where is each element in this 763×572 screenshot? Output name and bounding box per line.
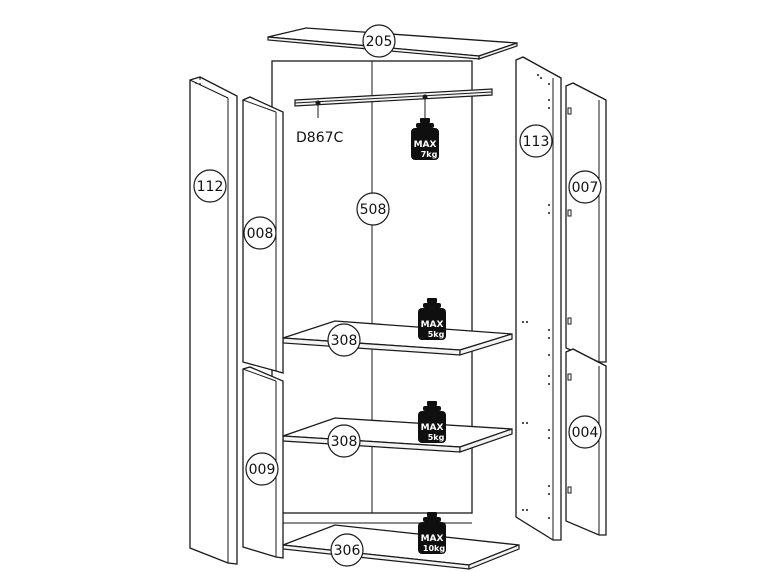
callout-top-panel: 205 (362, 24, 396, 58)
callout-label: 308 (331, 434, 358, 450)
hardware-code-label: D867C (296, 130, 344, 146)
weight-icon-shelf-middle: MAX 5kg (418, 401, 446, 443)
callout-left-side: 112 (193, 169, 227, 203)
weight-icon-bottom: MAX 10kg (418, 512, 446, 554)
callout-shelf-upper: 308 (327, 323, 361, 357)
callout-label: 004 (572, 425, 599, 441)
weight-icon-shelf-upper: MAX 5kg (418, 298, 446, 340)
weight-load-label: 7kg (421, 150, 438, 159)
weight-load-label: 5kg (428, 433, 445, 442)
weight-load-label: 5kg (428, 330, 445, 339)
callout-door-left-lower: 009 (245, 452, 279, 486)
right-side-panel (515, 56, 562, 541)
weight-max-label: MAX (421, 534, 444, 544)
callout-label: 308 (331, 333, 358, 349)
door-right-upper (565, 82, 607, 363)
weight-load-label: 10kg (423, 544, 445, 553)
callout-shelf-middle: 308 (327, 424, 361, 458)
weight-max-label: MAX (421, 320, 444, 330)
callout-door-left-upper: 008 (243, 216, 277, 250)
callout-label: 205 (366, 34, 393, 50)
callout-label: 113 (523, 134, 550, 150)
callout-door-right-upper: 007 (568, 170, 602, 204)
callout-label: 112 (197, 179, 224, 195)
left-side-panel (189, 76, 238, 565)
weight-icon-rail: MAX 7kg (411, 118, 439, 160)
callout-bottom-shelf: 306 (330, 533, 364, 567)
callout-label: 008 (247, 226, 274, 242)
callout-label: 007 (572, 180, 599, 196)
callout-label: 306 (334, 543, 361, 559)
dowel-holes (522, 74, 550, 519)
weight-max-label: MAX (414, 140, 437, 150)
callout-label: 508 (360, 202, 387, 218)
callout-back-panel: 508 (356, 192, 390, 226)
weight-max-label: MAX (421, 423, 444, 433)
shelf-upper (282, 320, 513, 356)
bottom-shelf (282, 522, 520, 570)
callout-right-side: 113 (519, 124, 553, 158)
callout-label: 009 (249, 462, 276, 478)
callout-door-right-lower: 004 (568, 415, 602, 449)
hanging-rail (294, 88, 493, 118)
